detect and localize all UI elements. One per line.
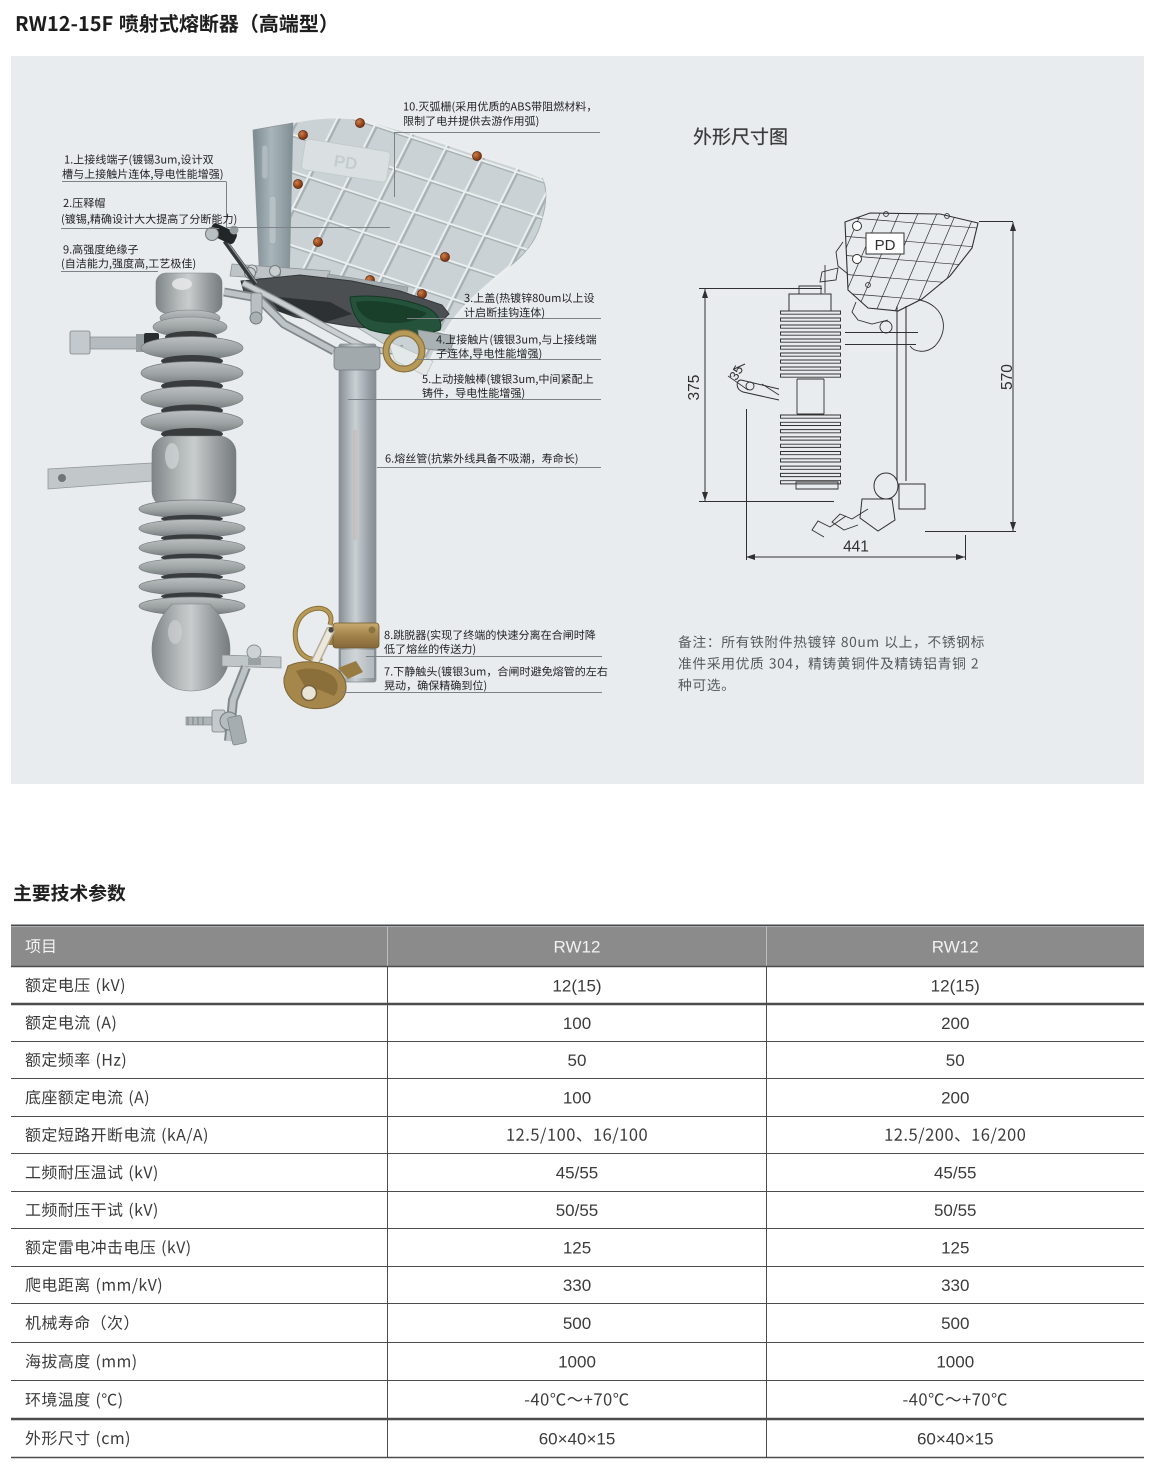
svg-text:441: 441 — [843, 539, 869, 556]
svg-text:500: 500 — [563, 1314, 591, 1333]
svg-text:12(15): 12(15) — [931, 976, 980, 995]
svg-text:PD: PD — [875, 237, 896, 254]
svg-text:200: 200 — [941, 1089, 969, 1108]
svg-text:500: 500 — [941, 1314, 969, 1333]
svg-text:50: 50 — [946, 1051, 965, 1070]
svg-text:330: 330 — [563, 1276, 591, 1295]
svg-text:RW12: RW12 — [932, 938, 979, 957]
svg-text:60×40×15: 60×40×15 — [539, 1429, 616, 1448]
svg-text:1000: 1000 — [936, 1353, 974, 1372]
svg-text:330: 330 — [941, 1276, 969, 1295]
svg-text:50: 50 — [568, 1051, 587, 1070]
svg-text:100: 100 — [563, 1014, 591, 1033]
svg-text:100: 100 — [563, 1089, 591, 1108]
svg-text:35: 35 — [726, 363, 746, 383]
svg-text:125: 125 — [563, 1239, 591, 1258]
svg-text:PD: PD — [332, 151, 358, 173]
svg-text:45/55: 45/55 — [556, 1164, 599, 1183]
svg-text:60×40×15: 60×40×15 — [917, 1429, 994, 1448]
svg-text:12(15): 12(15) — [552, 976, 601, 995]
svg-text:50/55: 50/55 — [934, 1201, 977, 1220]
svg-text:1000: 1000 — [558, 1353, 596, 1372]
svg-text:125: 125 — [941, 1239, 969, 1258]
svg-text:375: 375 — [686, 375, 703, 401]
svg-text:200: 200 — [941, 1014, 969, 1033]
svg-text:RW12: RW12 — [554, 938, 601, 957]
svg-text:45/55: 45/55 — [934, 1164, 977, 1183]
svg-text:50/55: 50/55 — [556, 1201, 599, 1220]
svg-text:570: 570 — [999, 364, 1016, 390]
